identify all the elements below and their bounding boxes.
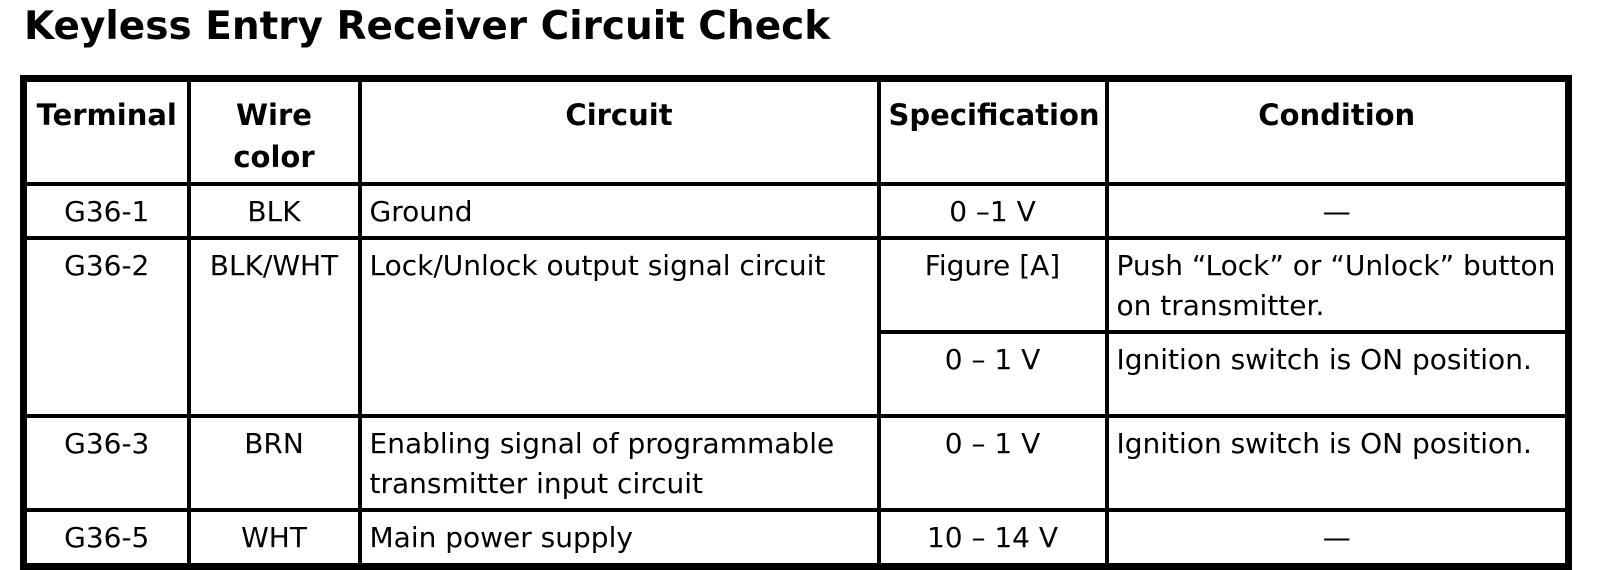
table-header-row: Terminal Wire color Circuit Specificatio… [21,76,1571,186]
wire-color-cell: WHT [186,508,362,568]
circuit-check-table: Terminal Wire color Circuit Specificatio… [20,75,1572,570]
terminal-cell: G36-3 [21,414,191,512]
page-title: Keyless Entry Receiver Circuit Check [24,4,831,49]
wire-color-cell: BLK [186,182,362,240]
circuit-cell: Ground [357,182,881,240]
spec-cell: 0 – 1 V [876,414,1109,512]
condition-cell: — [1104,182,1571,240]
spec-cell: Figure [A] [876,236,1109,334]
condition-cell: Ignition switch is ON position. [1104,330,1571,418]
terminal-cell: G36-2 [21,236,191,418]
table-row-g36-1: G36-1 BLK Ground 0 –1 V — [21,182,1571,240]
header-terminal: Terminal [21,76,191,186]
circuit-cell: Main power supply [357,508,881,568]
header-circuit: Circuit [357,76,881,186]
header-wire-color: Wire color [186,76,362,186]
wire-color-cell: BLK/WHT [186,236,362,418]
header-specification: Specification [876,76,1109,186]
table-row-g36-2-sub2: 0 – 1 V Ignition switch is ON position. [24,330,1571,418]
header-condition: Condition [1104,76,1571,186]
circuit-cell: Lock/Unlock output signal circuit [357,236,881,418]
circuit-cell: Enabling signal of programmable transmit… [357,414,881,512]
terminal-cell: G36-1 [21,182,191,240]
spec-cell: 10 – 14 V [876,508,1109,568]
wire-color-cell: BRN [186,414,362,512]
condition-cell: Ignition switch is ON position. [1104,414,1571,512]
spec-cell: 0 –1 V [876,182,1109,240]
table-row-g36-2-sub1: G36-2 BLK/WHT Lock/Unlock output signal … [21,236,1571,418]
condition-cell: Push “Lock” or “Unlock” button on transm… [1104,236,1571,334]
terminal-cell: G36-5 [21,508,191,568]
spec-cell: 0 – 1 V [876,330,1109,418]
table-row-g36-3: G36-3 BRN Enabling signal of programmabl… [21,414,1571,512]
table-row-g36-5: G36-5 WHT Main power supply 10 – 14 V — [21,508,1571,568]
condition-cell: — [1104,508,1571,568]
